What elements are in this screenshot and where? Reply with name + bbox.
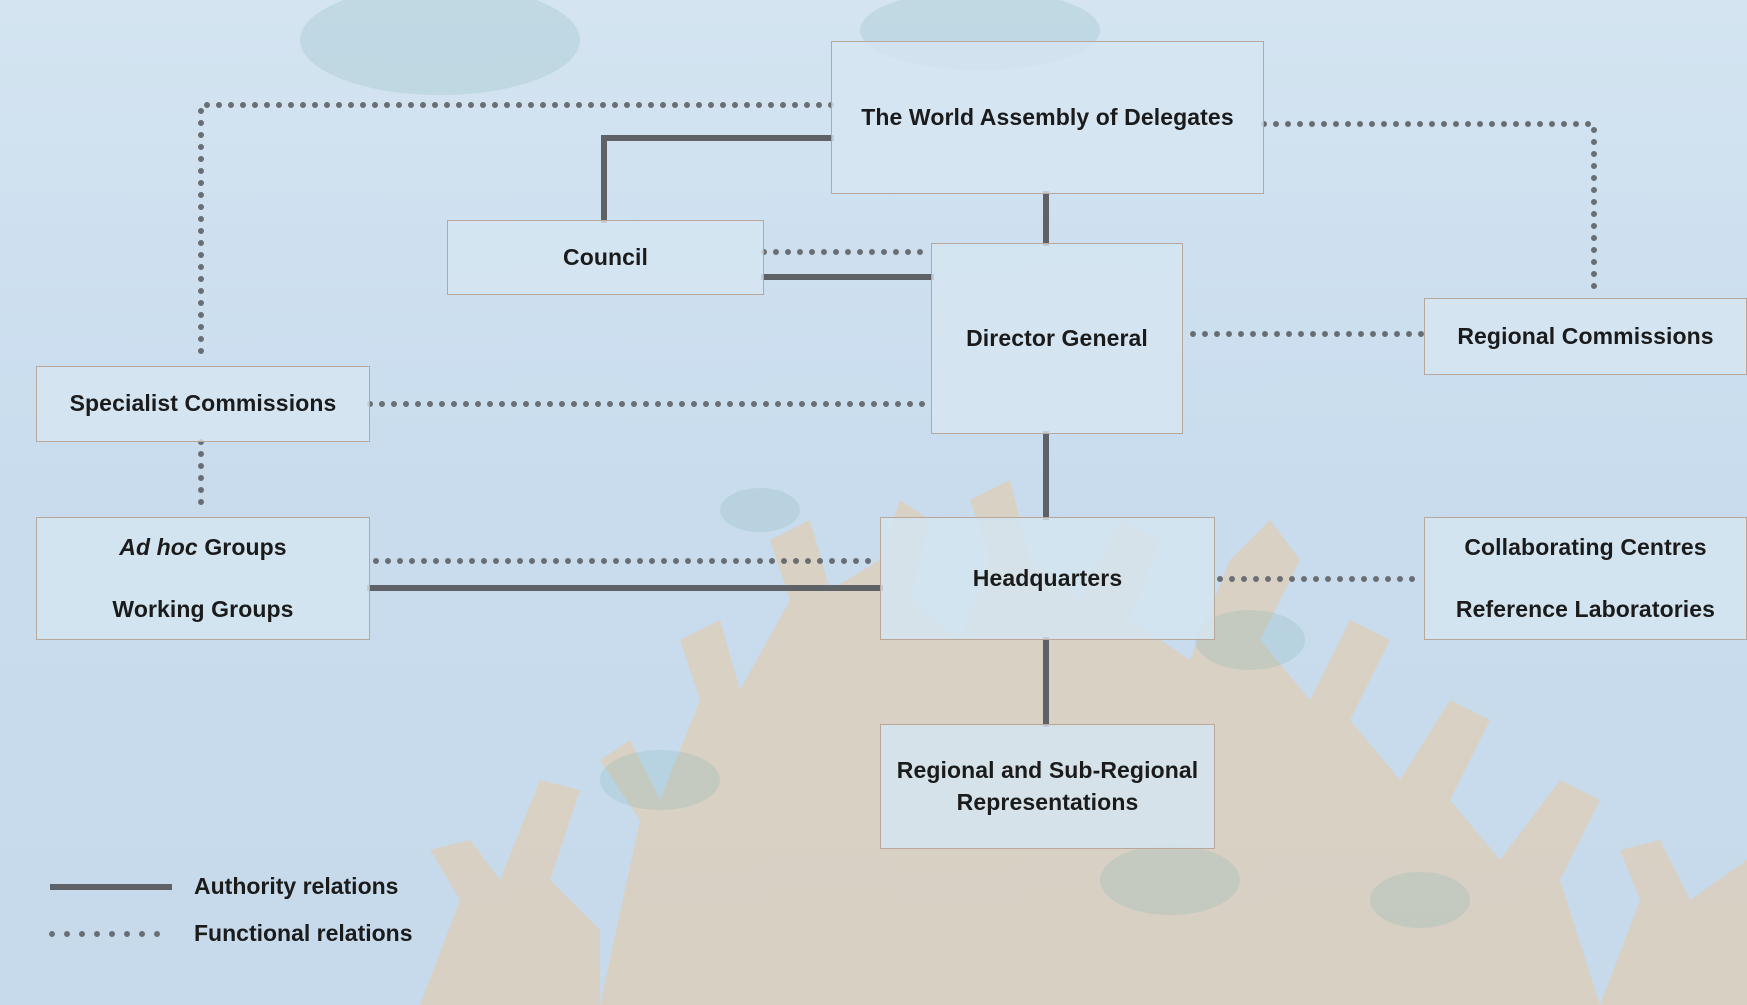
regional-representations-line2: Representations bbox=[956, 788, 1139, 815]
adhoc-italic-text: Ad hoc bbox=[119, 534, 198, 561]
regional-commissions-label: Regional Commissions bbox=[1457, 322, 1714, 349]
council-box: Council bbox=[447, 220, 764, 295]
legend-authority-label: Authority relations bbox=[194, 873, 399, 899]
headquarters-box: Headquarters bbox=[880, 517, 1215, 640]
legend-functional: Functional relations bbox=[48, 920, 413, 947]
working-groups-label: Working Groups bbox=[112, 595, 294, 622]
collaborating-centres-box: Collaborating Centres Reference Laborato… bbox=[1424, 517, 1747, 640]
regional-commissions-box: Regional Commissions bbox=[1424, 298, 1747, 375]
specialist-commissions-label: Specialist Commissions bbox=[69, 390, 337, 417]
authority-line-wad-council bbox=[601, 135, 834, 223]
adhoc-groups-label: Ad hoc Groups bbox=[119, 532, 286, 563]
functional-line-swatch bbox=[49, 930, 174, 937]
world-assembly-box: The World Assembly of Delegates bbox=[831, 41, 1264, 194]
legend-authority: Authority relations bbox=[48, 873, 398, 900]
adhoc-working-groups-box: Ad hoc Groups Working Groups bbox=[36, 517, 370, 640]
regional-representations-box: Regional and Sub-Regional Representation… bbox=[880, 724, 1215, 849]
regional-representations-line1: Regional and Sub-Regional bbox=[896, 757, 1199, 784]
authority-line-swatch bbox=[50, 883, 172, 890]
collaborating-centres-label: Collaborating Centres bbox=[1464, 534, 1707, 561]
director-general-label: Director General bbox=[966, 324, 1148, 351]
specialist-commissions-box: Specialist Commissions bbox=[36, 366, 370, 442]
functional-line-wad-regional bbox=[1261, 121, 1597, 301]
headquarters-label: Headquarters bbox=[972, 564, 1123, 591]
reference-laboratories-label: Reference Laboratories bbox=[1455, 595, 1716, 622]
director-general-box: Director General bbox=[931, 243, 1183, 434]
adhoc-groups-rest: Groups bbox=[197, 534, 287, 561]
world-assembly-label: The World Assembly of Delegates bbox=[861, 103, 1234, 130]
council-label: Council bbox=[562, 243, 649, 270]
legend-functional-label: Functional relations bbox=[194, 920, 413, 946]
